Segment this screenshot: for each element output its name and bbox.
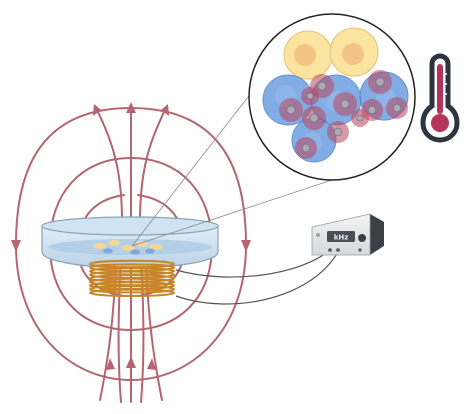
lead-wire-lower xyxy=(175,251,339,305)
field-arrow-top-left xyxy=(93,104,101,116)
zoom-line-lower xyxy=(131,179,333,247)
generator-side xyxy=(370,214,384,255)
field-arrow-bottom-right xyxy=(147,358,156,370)
yellow-cell xyxy=(329,27,379,77)
generator-knob xyxy=(358,234,366,242)
coil-turn xyxy=(89,288,175,297)
nanoparticle xyxy=(368,70,392,94)
field-arrow-right-outer xyxy=(241,240,251,252)
function-generator-icon: kHz xyxy=(311,213,384,256)
generator-port-2 xyxy=(336,248,340,252)
petri-dish-icon xyxy=(41,216,219,269)
nanoparticle xyxy=(327,121,349,143)
magnetic-nanoparticles xyxy=(279,70,408,159)
petri-dish-rim xyxy=(41,216,219,236)
nanoparticle xyxy=(279,98,303,122)
nanoparticle xyxy=(302,106,326,130)
generator-display-text: kHz xyxy=(334,234,349,242)
nanoparticle xyxy=(301,87,319,105)
yellow-cell xyxy=(283,30,333,80)
cell-zoom-inset xyxy=(248,13,416,181)
lead-wires xyxy=(175,249,339,305)
generator-display xyxy=(327,231,355,242)
field-arrow-top-right xyxy=(161,104,169,116)
nanoparticle xyxy=(295,137,317,159)
nanoparticle xyxy=(386,97,408,119)
nanoparticle xyxy=(351,109,369,127)
generator-port-1 xyxy=(328,248,332,252)
generator-power-light xyxy=(316,233,320,237)
zoom-border xyxy=(248,13,416,181)
field-arrow-left-outer xyxy=(11,240,21,252)
thermometer-bulb xyxy=(431,114,449,132)
zoom-line-upper xyxy=(131,91,253,247)
field-arrow-bottom-left xyxy=(106,358,115,370)
generator-port-3 xyxy=(358,248,362,252)
thermometer-icon xyxy=(420,53,460,143)
field-arrow-bottom-center xyxy=(126,356,136,368)
lead-wire-upper xyxy=(175,249,331,278)
thermometer-column xyxy=(437,64,443,114)
nanoparticle xyxy=(333,92,357,116)
dish-cells xyxy=(93,240,163,255)
field-arrow-top-center xyxy=(126,102,136,113)
coil-turn xyxy=(89,285,175,294)
coil-icon xyxy=(89,259,175,297)
